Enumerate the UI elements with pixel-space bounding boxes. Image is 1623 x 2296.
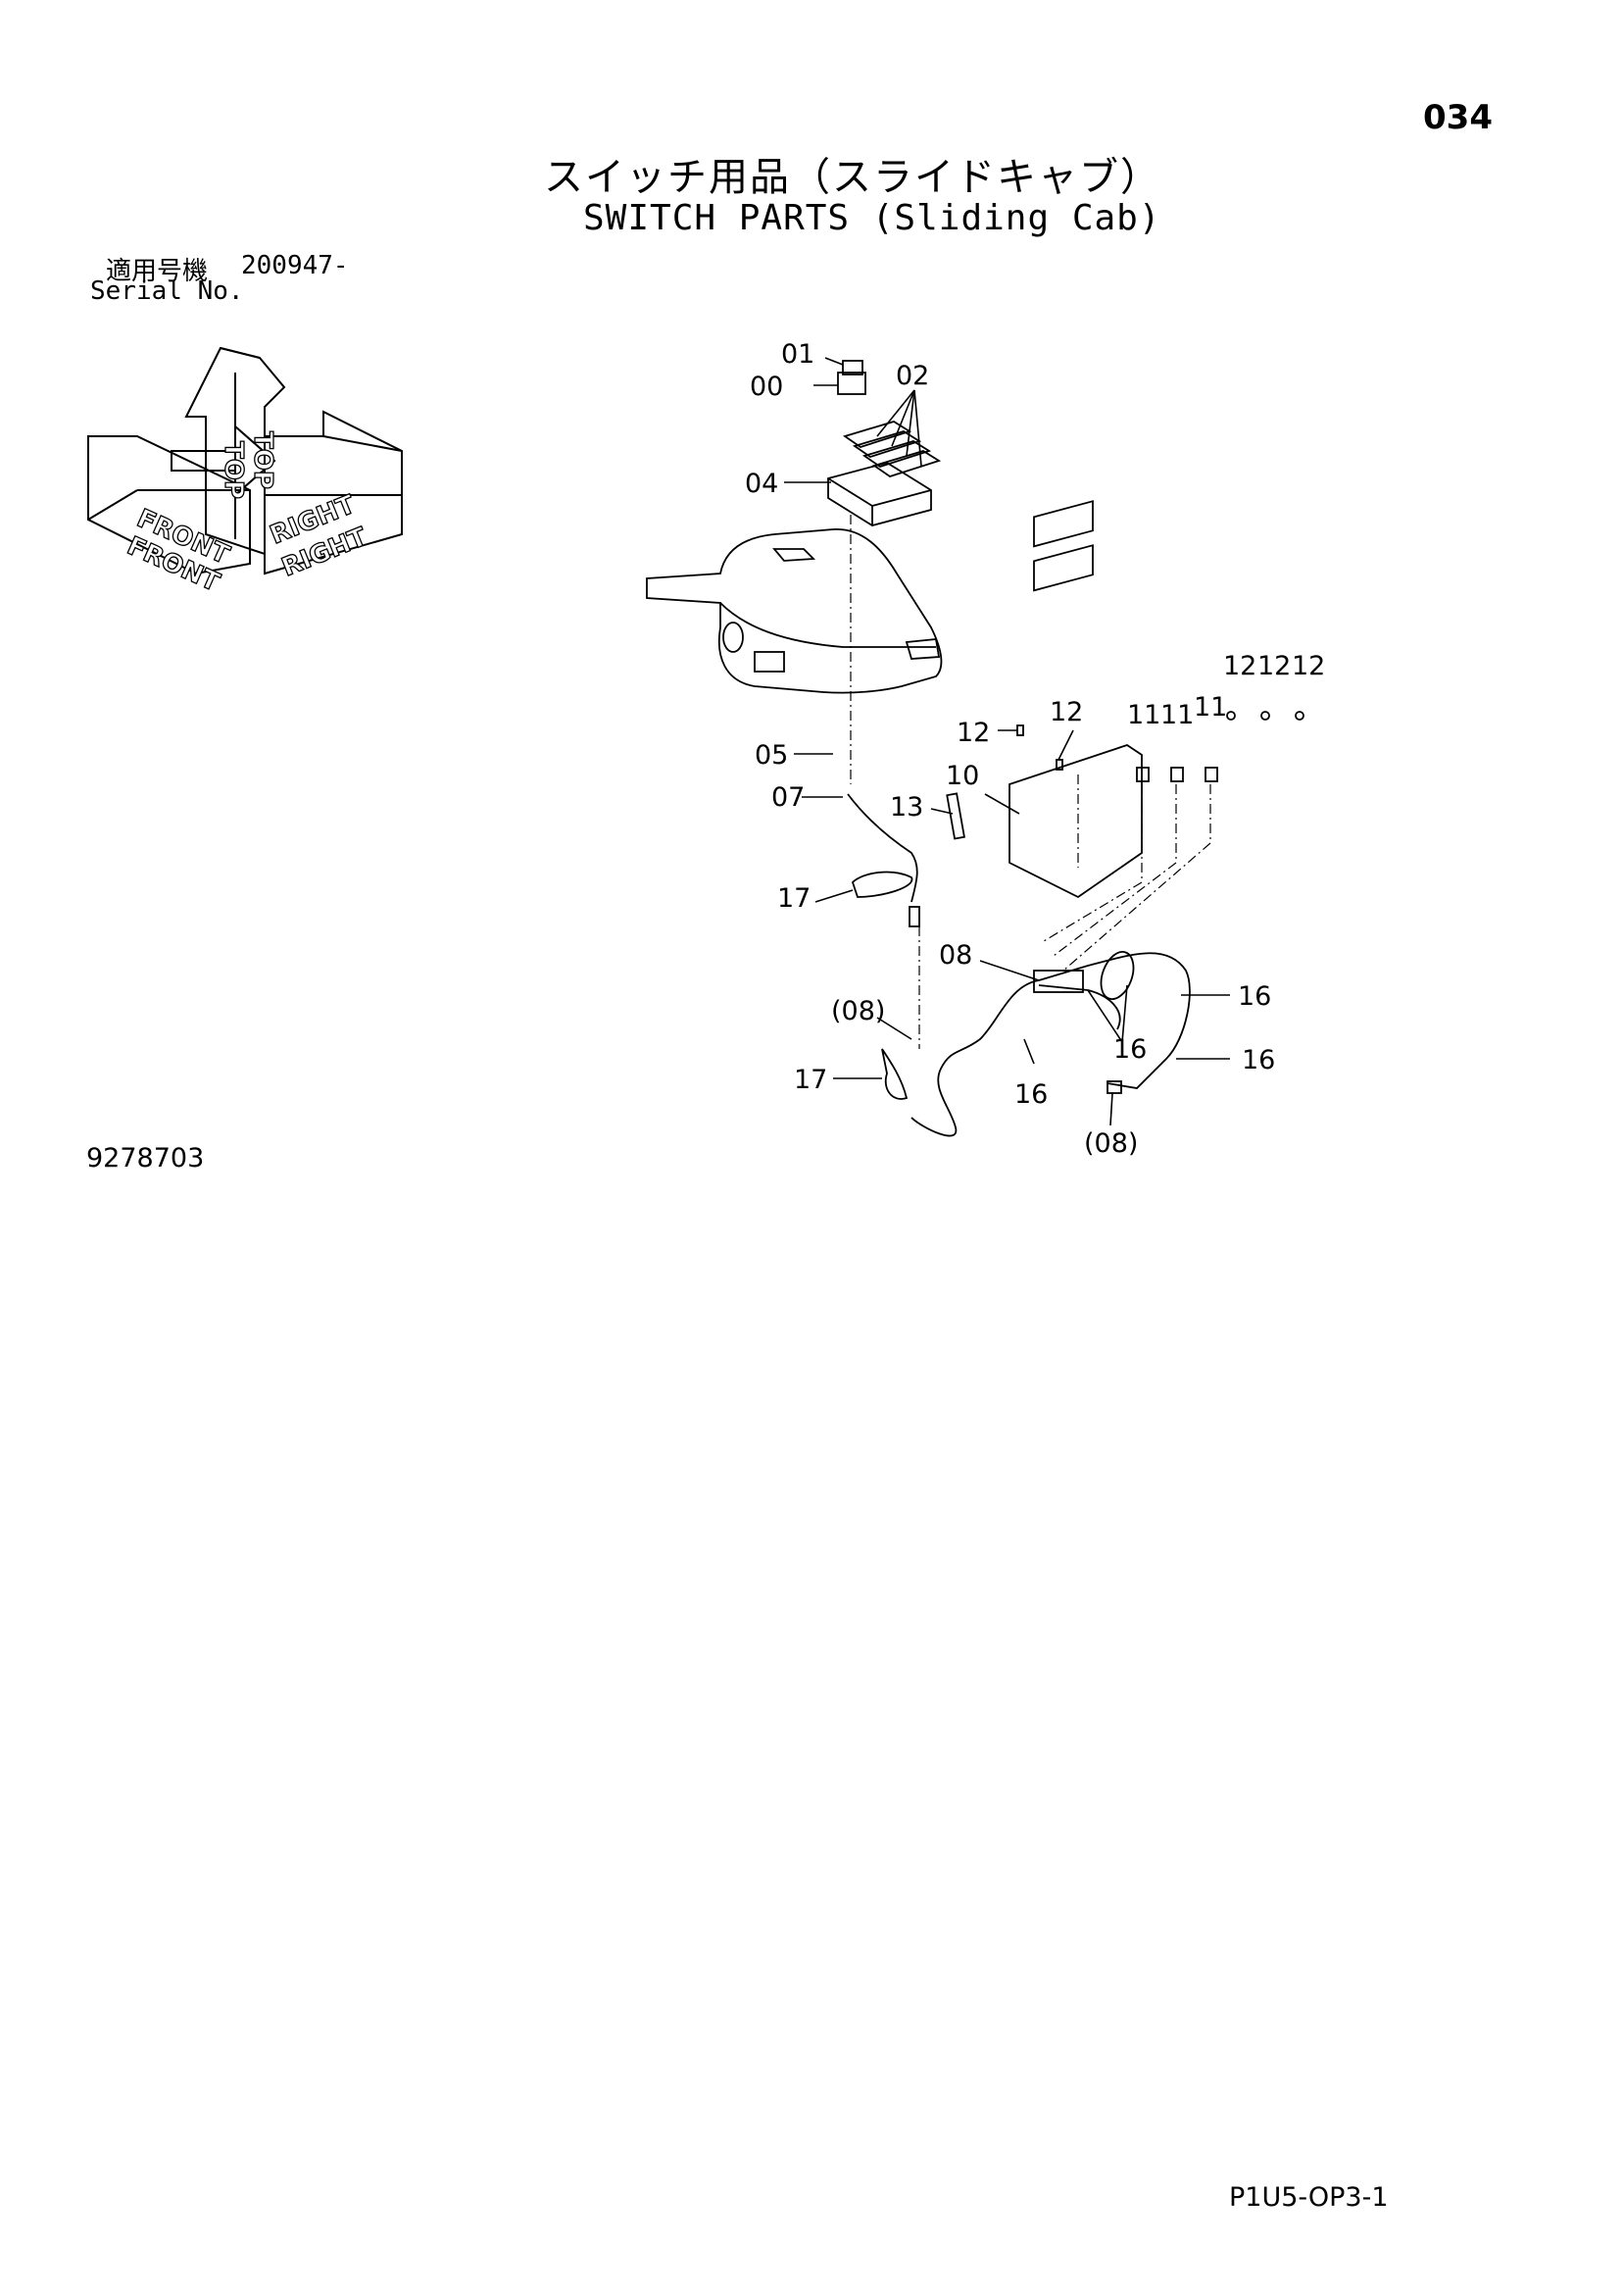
exploded-parts-diagram: 01 00 02 04 05 07 17 12 12 11 11 11 12 1… (646, 339, 1325, 1159)
callout-08-paren-left: (08) (831, 996, 885, 1026)
serial-number-value: 200947- (241, 251, 349, 280)
callout-12-right-c: 12 (1292, 651, 1325, 681)
page-number: 034 (1423, 98, 1493, 137)
callout-labels: 01 00 02 04 05 07 17 12 12 11 11 11 12 1… (745, 339, 1325, 1159)
callout-17-lower: 17 (794, 1065, 827, 1095)
fastener-component (946, 792, 965, 840)
callout-13: 13 (890, 792, 923, 823)
callout-12-right-a: 12 (1223, 651, 1256, 681)
callout-12-middle: 12 (1050, 697, 1083, 727)
serial-label-english: Serial No. (90, 276, 244, 306)
callout-17-upper: 17 (777, 883, 811, 914)
callout-11-b: 11 (1160, 700, 1194, 730)
callout-12-left: 12 (957, 718, 990, 748)
orientation-top-label-1: TOP (219, 441, 248, 499)
callout-01: 01 (781, 339, 814, 370)
console-housing (646, 528, 943, 694)
callout-11-c: 11 (1194, 692, 1227, 723)
bolts-and-clips (1016, 711, 1304, 1094)
callout-05: 05 (755, 740, 788, 771)
switch-caps-component (842, 421, 942, 477)
callout-07: 07 (771, 782, 805, 813)
wire-harness-17 (847, 793, 920, 1100)
drawing-number: 9278703 (86, 1143, 205, 1173)
switch-component (837, 360, 866, 395)
orientation-indicator: FRONT FRONT TOP TOP RIGHT RIGHT (87, 346, 403, 599)
assembly-centerlines (850, 515, 1211, 1049)
switch-panel-component (827, 462, 932, 526)
callout-16-a: 16 (1014, 1079, 1048, 1110)
callout-16-b: 16 (1113, 1034, 1147, 1065)
footer-code: P1U5-OP3-1 (1229, 2182, 1389, 2213)
callout-08-paren-right: (08) (1084, 1128, 1138, 1159)
page-title-english: SWITCH PARTS (Sliding Cab) (583, 198, 1161, 238)
callout-00: 00 (750, 372, 783, 402)
wire-harness-08 (910, 951, 1191, 1137)
callout-08: 08 (939, 940, 972, 971)
callout-16-c: 16 (1238, 981, 1271, 1012)
callout-02: 02 (896, 361, 929, 391)
page-title-japanese: スイッチ用品（スライドキャブ） (544, 155, 1161, 200)
serial-label-japanese: 適用号機 (106, 257, 209, 286)
callout-12-right-b: 12 (1257, 651, 1291, 681)
callout-16-d: 16 (1242, 1045, 1275, 1075)
callout-10: 10 (946, 761, 979, 791)
callout-leader-lines (784, 357, 1230, 1126)
callout-04: 04 (745, 469, 778, 499)
callout-11-a: 11 (1127, 700, 1160, 730)
orientation-top-label-2: TOP (248, 431, 277, 489)
